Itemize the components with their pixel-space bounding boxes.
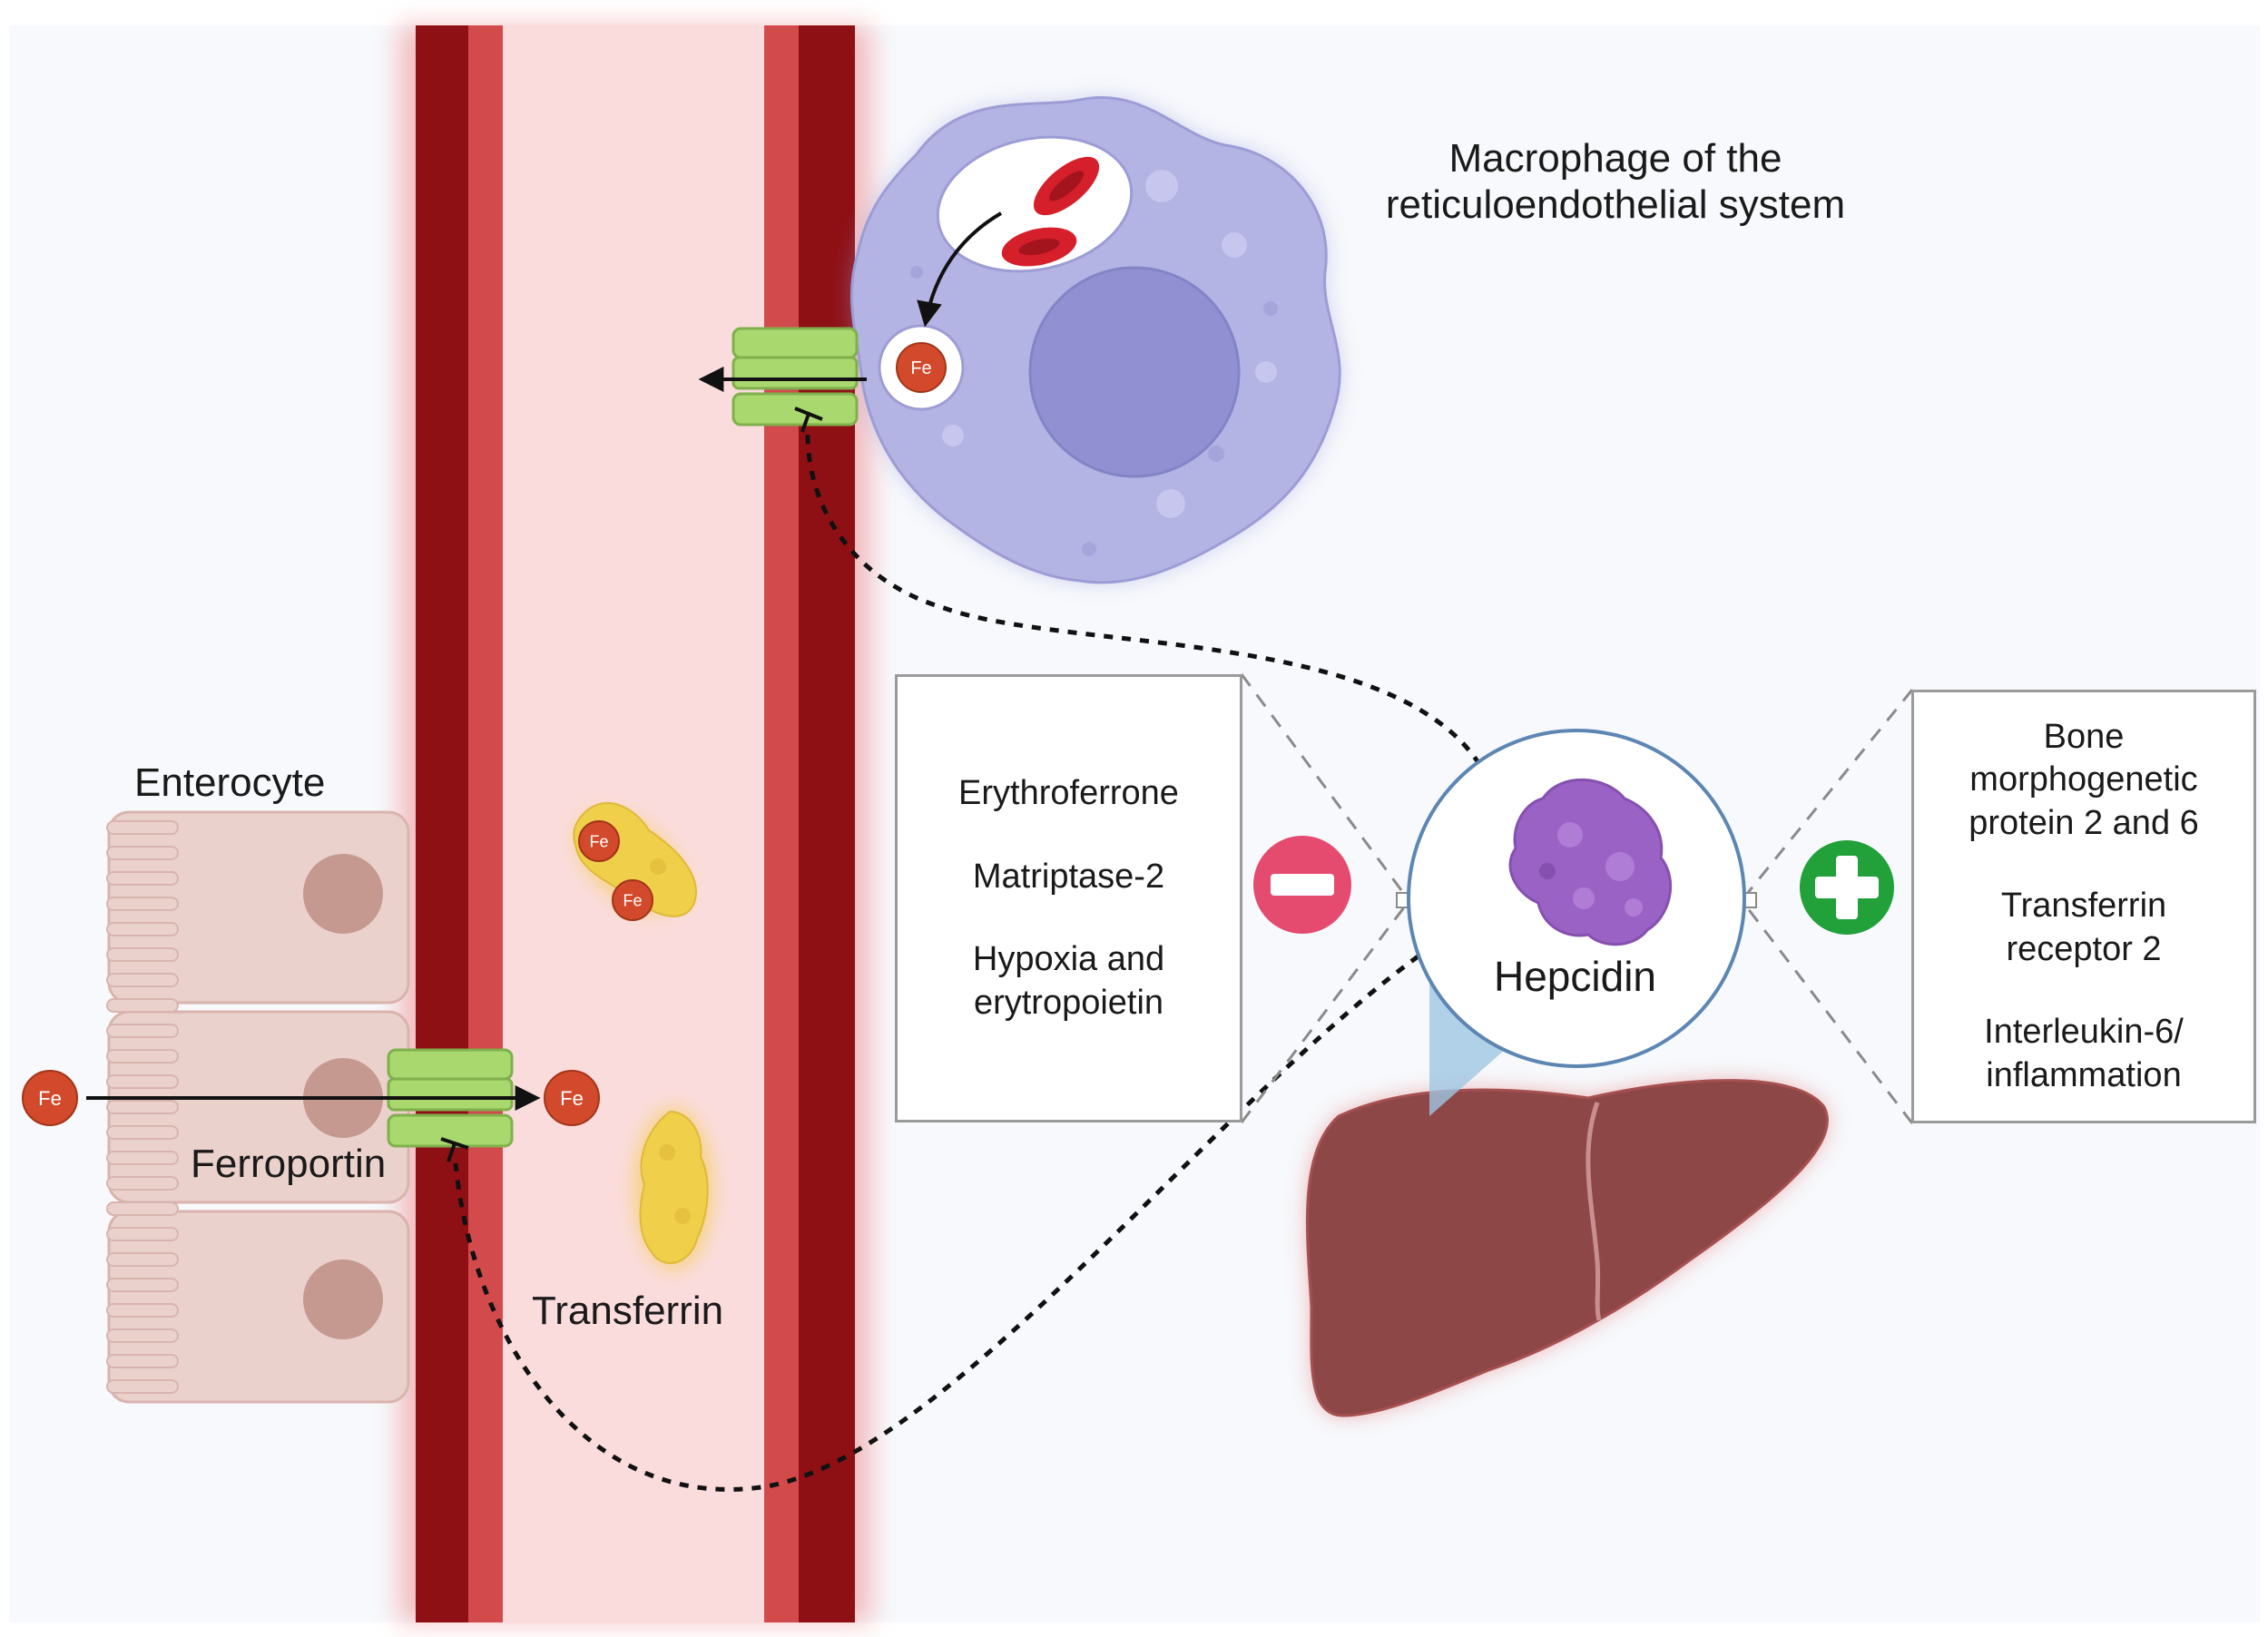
fe-atom: Fe <box>578 820 620 862</box>
vessel-wall-right-inner <box>764 25 799 1622</box>
macrophage-label-line-2: reticuloendothelial system <box>1385 181 1846 227</box>
fe-atom: Fe <box>896 342 947 393</box>
inhibitor-erythroferrone: Erythroferrone <box>958 774 1179 812</box>
microvillus <box>106 1354 179 1368</box>
activator-tfr2-line-2: receptor 2 <box>2006 929 2162 968</box>
fe-atom-label: Fe <box>910 358 931 378</box>
microvillus <box>106 1379 179 1394</box>
microvillus <box>106 1278 179 1292</box>
vessel-wall-left-inner <box>468 25 503 1622</box>
activators-box: Bone morphogenetic protein 2 and 6 Trans… <box>1911 690 2256 1123</box>
microvillus <box>106 1328 179 1343</box>
activator-il6-line-2: inflammation <box>1986 1055 2182 1094</box>
hepcidin-path-to-enterocyte <box>453 914 1481 1492</box>
enterocyte-label: Enterocyte <box>134 760 326 805</box>
microvillus <box>106 1100 179 1114</box>
fe-atom: Fe <box>544 1070 600 1126</box>
arrow-rbc-to-iron <box>917 211 1003 328</box>
microvillus <box>106 1201 179 1216</box>
enterocyte-cell <box>107 1210 410 1404</box>
fe-atom-label: Fe <box>589 832 608 850</box>
microvillus <box>106 897 179 911</box>
transferrin-molecule <box>633 1107 713 1270</box>
microvillus <box>106 998 179 1013</box>
activator-bmp-line-2: morphogenetic <box>1969 760 2198 799</box>
microvillus <box>106 1125 179 1140</box>
macrophage-nucleus <box>1028 266 1241 478</box>
zoom-line <box>1240 673 1406 895</box>
microvillus <box>106 1303 179 1318</box>
activator-tfr2-line-1: Transferrin <box>2000 887 2167 926</box>
microvillus <box>106 922 179 936</box>
microvilli <box>106 820 179 1394</box>
ferroportin-channel-enterocyte <box>387 1048 514 1148</box>
activator-il6-line-1: Interleukin-6/ <box>1984 1013 2184 1052</box>
inhibitor-hypoxia-line-2: erytropoietin <box>973 983 1164 1022</box>
plus-circle-icon <box>1800 840 1894 935</box>
inhibition-mark <box>440 1137 469 1162</box>
microvillus <box>106 1151 179 1165</box>
microvillus <box>106 973 179 987</box>
macrophage-label-line-1: Macrophage of the <box>1448 136 1782 181</box>
fe-atom-label: Fe <box>560 1087 584 1110</box>
vessel-wall-right-outer <box>799 25 855 1622</box>
zoom-line <box>1745 689 1914 895</box>
inhibition-mark <box>794 407 823 433</box>
hepcidin-path-to-macrophage <box>805 433 1491 782</box>
microvillus <box>106 1024 179 1038</box>
microvillus <box>106 947 179 962</box>
hepcidin-label: Hepcidin <box>1494 953 1656 1000</box>
microvillus <box>106 846 179 860</box>
microvillus <box>106 1049 179 1064</box>
zoom-line <box>1240 907 1406 1123</box>
microvillus <box>106 1227 179 1241</box>
fe-atom: Fe <box>22 1070 78 1126</box>
inhibitor-hypoxia-line-1: Hypoxia and <box>972 940 1165 978</box>
microvillus <box>106 871 179 886</box>
enterocyte-cell <box>107 1010 410 1204</box>
vessel-wall-left-outer <box>416 25 468 1622</box>
liver <box>1305 1079 1829 1417</box>
activator-bmp-line-3: protein 2 and 6 <box>1969 803 2199 842</box>
inhibitor-matriptase-2: Matriptase-2 <box>972 857 1165 896</box>
fe-atom: Fe <box>612 879 653 921</box>
enterocyte-cell <box>107 810 410 1005</box>
enterocytes <box>106 810 410 1404</box>
ferroportin-label: Ferroportin <box>191 1142 387 1186</box>
microvillus <box>106 1074 179 1089</box>
inhibitors-box: Erythroferrone Matriptase-2 Hypoxia and … <box>895 674 1242 1122</box>
activator-bmp-line-1: Bone <box>2043 717 2125 756</box>
fe-atom-label: Fe <box>38 1087 62 1110</box>
microvillus <box>106 1252 179 1267</box>
minus-circle-icon <box>1253 836 1351 934</box>
microvillus <box>106 1176 179 1191</box>
zoom-line <box>1745 907 1914 1124</box>
macrophage-label: Macrophage of the reticuloendothelial sy… <box>1352 136 1879 228</box>
microvillus <box>106 820 179 835</box>
fe-atom-label: Fe <box>623 891 642 909</box>
transferrin-label: Transferrin <box>532 1289 724 1333</box>
hepcidin-molecule <box>1508 778 1673 946</box>
macrophage <box>850 96 1341 584</box>
